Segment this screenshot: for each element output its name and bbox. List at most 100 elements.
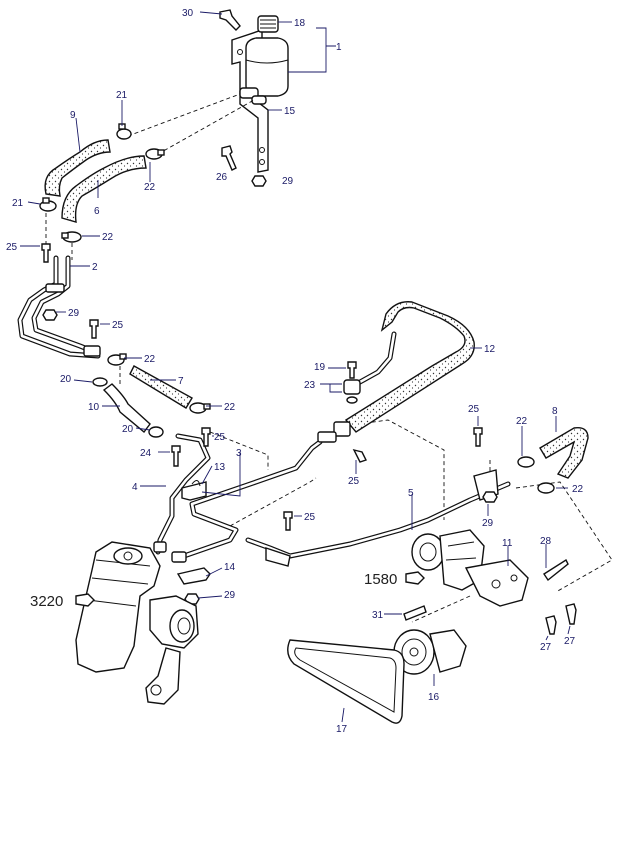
- label-15: 15: [284, 106, 296, 117]
- bolt-27-b: [565, 603, 577, 625]
- label-16: 16: [428, 692, 440, 703]
- reservoir-cap: [257, 15, 279, 33]
- pipe-3: [181, 439, 323, 559]
- reservoir-tank: [239, 37, 289, 105]
- hose-9: [44, 139, 111, 197]
- label-17: 17: [336, 724, 348, 735]
- part-labels: 30 18 1 15 21 9 22 6 21 22 26 29 25 2 29…: [6, 8, 584, 735]
- clamp-22-top: [145, 148, 165, 160]
- label-9: 9: [70, 110, 76, 121]
- label-22-mid: 22: [102, 232, 114, 243]
- leader-lines: [20, 11, 571, 723]
- label-6: 6: [94, 206, 100, 217]
- clamp-22-right: [189, 402, 211, 414]
- bolt-25-left: [41, 243, 51, 263]
- clamp-22-mid2: [107, 353, 127, 366]
- label-14: 14: [224, 562, 236, 573]
- label-18: 18: [294, 18, 306, 29]
- ref-gearbox-label: 3220: [30, 593, 63, 610]
- label-25-right: 25: [468, 404, 480, 415]
- label-31: 31: [372, 610, 384, 621]
- label-13: 13: [214, 462, 226, 473]
- label-24: 24: [140, 448, 152, 459]
- hose-12-fitting: [317, 421, 351, 443]
- clamp-22-right-bottom: [537, 482, 555, 494]
- label-22-right: 22: [224, 402, 236, 413]
- drive-belt-17: [287, 639, 405, 724]
- label-5: 5: [408, 488, 414, 499]
- bolt-31: [403, 605, 427, 621]
- clamp-22-right-top: [517, 456, 535, 468]
- bolt-26: [221, 145, 237, 171]
- label-25-left-mid: 25: [112, 320, 124, 331]
- nut-29-left: [42, 309, 58, 321]
- label-27-b: 27: [564, 636, 576, 647]
- clamp-20-b: [148, 426, 164, 438]
- label-19: 19: [314, 362, 326, 373]
- bolt-30: [219, 9, 241, 31]
- label-26: 26: [216, 172, 228, 183]
- bolt-25-center: [201, 427, 211, 447]
- ref-arrow-pump: [405, 571, 425, 585]
- hose-12-link-pipe: [357, 331, 397, 385]
- label-11: 11: [502, 538, 513, 549]
- label-30: 30: [182, 8, 194, 19]
- bracket-14: [176, 567, 211, 585]
- label-22-right-bottom: 22: [572, 484, 584, 495]
- pulley-16: [393, 629, 467, 675]
- pipe-2: [17, 255, 101, 359]
- label-12: 12: [484, 344, 496, 355]
- label-28: 28: [540, 536, 552, 547]
- fitting-23: [343, 361, 361, 404]
- label-22-mid2: 22: [144, 354, 156, 365]
- label-25-center2: 25: [348, 476, 360, 487]
- bolt-25-center2: [352, 448, 367, 463]
- nut-29-right: [482, 491, 498, 503]
- hose-10: [102, 383, 151, 434]
- pump-bracket-11: [464, 559, 529, 607]
- pipe-bracket-13: [181, 480, 207, 501]
- label-25-left: 25: [6, 242, 18, 253]
- clamp-21-top: [116, 123, 132, 140]
- bolt-27-a: [545, 615, 557, 635]
- clamp-22-mid: [61, 231, 82, 243]
- ref-pump-label: 1580: [364, 571, 397, 588]
- hose-12: [344, 301, 475, 433]
- bolt-25-right: [473, 427, 483, 447]
- hose-8: [539, 427, 589, 479]
- ref-arrow-gearbox: [75, 593, 95, 607]
- clamp-20-a: [92, 377, 108, 387]
- label-22-right-top: 22: [516, 416, 528, 427]
- label-29-left: 29: [68, 308, 80, 319]
- pipe-5: [245, 469, 511, 567]
- label-2: 2: [92, 262, 98, 273]
- bolt-25-pipe5: [283, 511, 293, 531]
- steering-gearbox: [75, 541, 199, 705]
- label-20-bottom: 20: [122, 424, 134, 435]
- bolt-24: [171, 445, 181, 467]
- label-25-pipe5: 25: [304, 512, 316, 523]
- label-22-top: 22: [144, 182, 156, 193]
- bolt-25-left-mid: [89, 319, 99, 339]
- label-20-top: 20: [60, 374, 72, 385]
- label-23: 23: [304, 380, 316, 391]
- label-8: 8: [552, 406, 558, 417]
- label-7: 7: [178, 376, 184, 387]
- fitting-left: [153, 541, 187, 563]
- label-3: 3: [236, 448, 242, 459]
- label-21-top: 21: [116, 90, 128, 101]
- label-4: 4: [132, 482, 138, 493]
- label-1: 1: [336, 42, 342, 53]
- label-25-center: 25: [214, 432, 226, 443]
- label-29-top: 29: [282, 176, 294, 187]
- label-29-bottom: 29: [224, 590, 236, 601]
- label-21-mid: 21: [12, 198, 24, 209]
- hose-6: [61, 155, 147, 223]
- nut-29-top: [251, 175, 267, 187]
- bolt-28: [543, 558, 569, 582]
- label-27-a: 27: [540, 642, 552, 653]
- hose-7: [129, 365, 193, 409]
- label-10: 10: [88, 402, 100, 413]
